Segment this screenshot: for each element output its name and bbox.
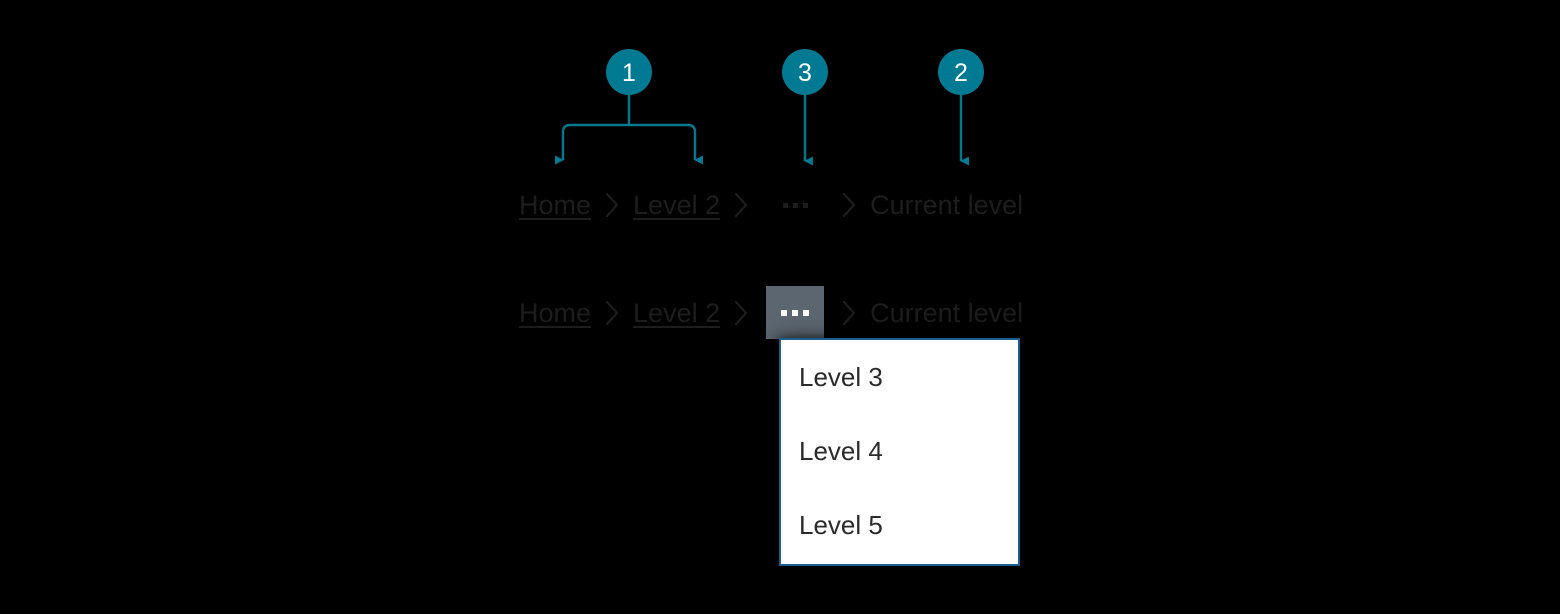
leader-line-callout-1 bbox=[555, 95, 703, 165]
breadcrumb-current-level: Current level bbox=[870, 190, 1024, 220]
chevron-right-icon bbox=[591, 292, 633, 334]
breadcrumb-link-level-2[interactable]: Level 2 bbox=[633, 190, 721, 220]
ellipsis-dot bbox=[803, 309, 810, 316]
breadcrumb-link-home[interactable]: Home bbox=[519, 190, 592, 220]
ellipsis-dot bbox=[792, 202, 798, 208]
ellipsis-dot bbox=[802, 202, 808, 208]
callout-badge-3-label: 3 bbox=[798, 59, 812, 87]
menu-item-level-3[interactable]: Level 3 bbox=[799, 361, 883, 392]
chevron-right-icon bbox=[720, 184, 762, 226]
ellipsis-dot bbox=[782, 202, 788, 208]
breadcrumb-overflow-ellipsis-button[interactable] bbox=[766, 286, 825, 339]
callout-badge-1: 1 bbox=[606, 49, 652, 95]
breadcrumb-resting: Home Level 2 Current level bbox=[519, 184, 1023, 226]
breadcrumb-link-level-2[interactable]: Level 2 bbox=[633, 298, 721, 328]
callout-badge-2: 2 bbox=[938, 49, 984, 95]
callout-badge-1-label: 1 bbox=[622, 59, 636, 87]
menu-item-level-5[interactable]: Level 5 bbox=[799, 509, 883, 540]
breadcrumb-current-level: Current level bbox=[870, 298, 1024, 328]
breadcrumb-link-home[interactable]: Home bbox=[519, 298, 592, 328]
chevron-right-icon bbox=[591, 184, 633, 226]
chevron-right-icon bbox=[828, 292, 870, 334]
breadcrumb-overflow-menu: Level 3 Level 4 Level 5 bbox=[779, 338, 1020, 566]
chevron-right-icon bbox=[720, 292, 762, 334]
menu-item-level-4[interactable]: Level 4 bbox=[799, 435, 883, 466]
breadcrumb-expanded: Home Level 2 Current level bbox=[519, 286, 1024, 339]
ellipsis-dot bbox=[781, 309, 788, 316]
callout-badge-2-label: 2 bbox=[954, 59, 968, 87]
breadcrumb-overflow-ellipsis-icon[interactable] bbox=[766, 184, 824, 226]
chevron-right-icon bbox=[828, 184, 870, 226]
callout-badge-3: 3 bbox=[782, 49, 828, 95]
ellipsis-dot bbox=[792, 309, 799, 316]
